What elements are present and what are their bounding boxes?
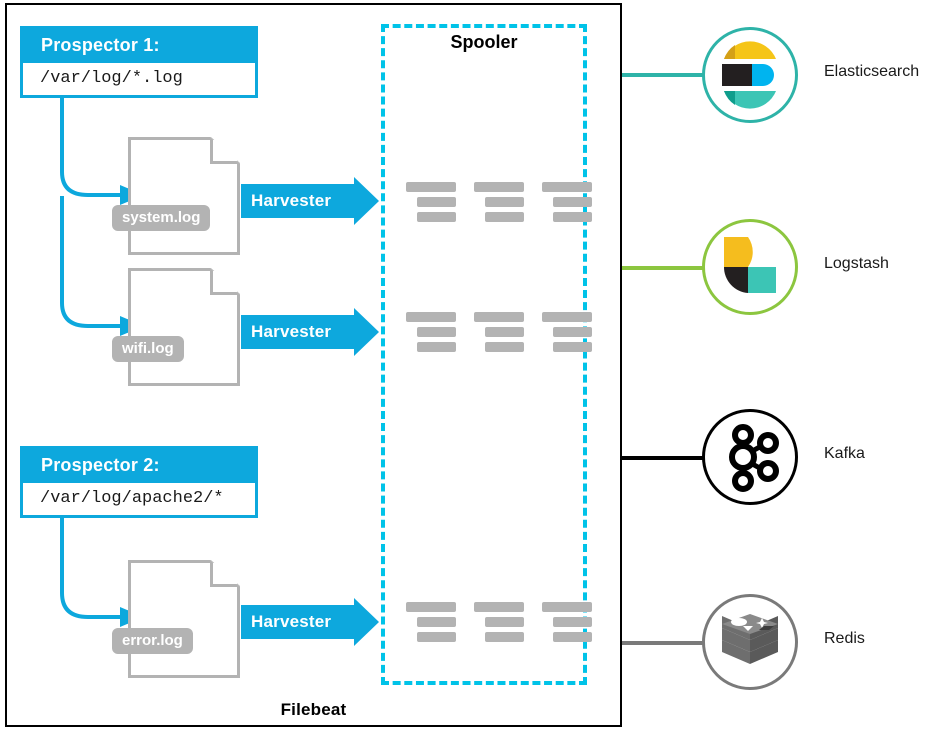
spooler-document-row-1 <box>406 182 592 224</box>
prospector-2-path: /var/log/apache2/* <box>23 483 255 515</box>
prospector-2-box[interactable]: Prospector 2: /var/log/apache2/* <box>20 446 258 518</box>
filebeat-label: Filebeat <box>280 700 347 719</box>
spooler-document-item <box>542 312 592 354</box>
logfile-error-label: error.log <box>112 628 193 654</box>
elasticsearch-label: Elasticsearch <box>824 63 920 80</box>
spooler-document-item <box>406 312 456 354</box>
harvester-1-label: Harvester <box>241 184 354 218</box>
spooler-document-row-3 <box>406 602 592 644</box>
logfile-error[interactable]: error.log <box>112 560 240 678</box>
logfile-system[interactable]: system.log <box>112 137 240 255</box>
spooler-document-item <box>474 312 524 354</box>
prospector-2-title: Prospector 2: <box>41 455 160 475</box>
spooler-document-item <box>542 602 592 644</box>
spooler-document-item <box>474 182 524 224</box>
spooler-document-item <box>406 182 456 224</box>
wire-prospector2-to-error-log <box>60 518 122 619</box>
elasticsearch-logo-icon <box>722 41 776 109</box>
logstash-logo-icon <box>723 237 776 293</box>
spooler-document-item <box>474 602 524 644</box>
wire-prospector1-to-wifi-log <box>60 196 122 328</box>
document-page-icon <box>128 560 240 678</box>
spooler-document-row-2 <box>406 312 592 354</box>
redis-logo-icon <box>722 614 778 664</box>
logfile-wifi-label: wifi.log <box>112 336 184 362</box>
kafka-logo-icon <box>729 424 779 492</box>
harvester-arrowhead-icon <box>354 308 379 356</box>
harvester-2-label: Harvester <box>241 315 354 349</box>
wire-prospector1-to-system-log <box>60 98 122 197</box>
harvester-3-label: Harvester <box>241 605 354 639</box>
spooler-document-item <box>406 602 456 644</box>
spooler-title: Spooler <box>450 32 518 52</box>
prospector-1-box[interactable]: Prospector 1: /var/log/*.log <box>20 26 258 98</box>
spooler-document-item <box>542 182 592 224</box>
redis-label: Redis <box>824 630 865 647</box>
logfile-wifi[interactable]: wifi.log <box>112 268 240 386</box>
harvester-arrowhead-icon <box>354 177 379 225</box>
prospector-1-path: /var/log/*.log <box>23 63 255 95</box>
harvester-arrowhead-icon <box>354 598 379 646</box>
logfile-system-label: system.log <box>112 205 211 231</box>
spooler-box <box>381 24 587 685</box>
kafka-label: Kafka <box>824 445 865 462</box>
logstash-label: Logstash <box>824 255 889 272</box>
prospector-1-title: Prospector 1: <box>41 35 160 55</box>
